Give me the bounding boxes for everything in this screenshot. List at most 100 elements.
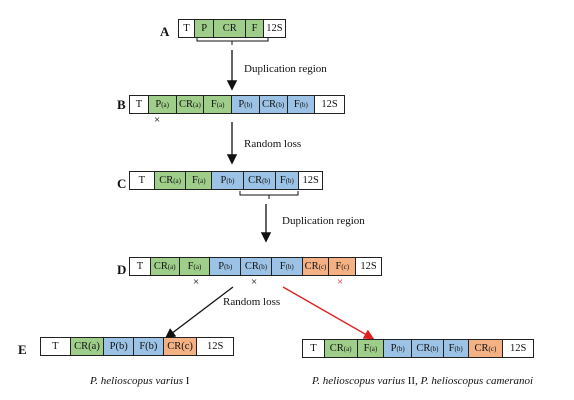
row-label-b: B (117, 97, 126, 112)
gene-name: P (238, 99, 245, 110)
gene-box: 12S (197, 338, 233, 355)
gene-box: 12S (299, 172, 322, 189)
gene-subscript: (a) (197, 176, 206, 185)
gene-box: P(b) (232, 96, 260, 113)
gene-subscript: (b) (262, 176, 271, 185)
gene-box: F(a) (179, 258, 211, 275)
gene-name: F(b) (139, 341, 158, 352)
gene-name: CR (262, 99, 277, 110)
gene-box: F(b) (443, 340, 469, 357)
gene-name: F (251, 23, 258, 34)
gene-name: P (218, 261, 225, 272)
gene-name: T (138, 175, 146, 186)
gene-box: CR(b) (259, 96, 288, 113)
gene-name: 12S (360, 261, 377, 272)
gene-box: F(b) (134, 338, 164, 355)
gene-subscript: (a) (343, 344, 352, 353)
gene-subscript: (b) (299, 100, 308, 109)
gene-name: CR (153, 261, 168, 272)
gene-name: T (136, 261, 144, 272)
caption-right-suffix: II, (405, 375, 421, 387)
gene-name: P(b) (109, 341, 128, 352)
gene-box: F(a) (186, 172, 213, 189)
gene-name: CR (248, 175, 263, 186)
gene-name: 12S (207, 341, 224, 352)
gene-subscript: (a) (167, 262, 176, 271)
gene-subscript: (c) (318, 262, 327, 271)
step-random-loss-2: Random loss (223, 296, 281, 308)
gene-box: T (179, 20, 195, 37)
gene-name: F (187, 261, 194, 272)
gene-name: P (220, 175, 227, 186)
gene-box: P(b) (212, 172, 244, 189)
gene-name: CR (159, 175, 174, 186)
gene-subscript: (b) (244, 100, 253, 109)
row-label-d: D (117, 262, 127, 277)
duplication-bracket-a (196, 37, 269, 45)
gene-box: CR(c) (302, 258, 330, 275)
gene-name: F (279, 175, 286, 186)
loss-mark-d-1: × (193, 276, 200, 288)
gene-name: F (279, 261, 286, 272)
gene-name: F (191, 175, 198, 186)
gene-box: CR(a) (150, 258, 180, 275)
gene-name: 12S (509, 343, 527, 354)
gene-name: CR (244, 261, 259, 272)
gene-name: 12S (302, 175, 319, 186)
step-duplication-region-2: Duplication region (282, 215, 365, 227)
gene-subscript: (b) (285, 176, 294, 185)
gene-name: CR (474, 343, 489, 354)
loss-mark-d-3-red: × (337, 276, 344, 288)
gene-box: F(b) (287, 96, 316, 113)
gene-box: T (130, 172, 155, 189)
gene-box: CR(a) (70, 338, 105, 355)
gene-box: T (303, 340, 325, 357)
row-label-e: E (18, 342, 27, 357)
gene-box: CR(a) (154, 172, 187, 189)
gene-box: P(b) (104, 338, 135, 355)
gene-name: CR (222, 23, 237, 34)
loss-mark-d-2: × (251, 276, 258, 288)
gene-name: T (52, 341, 59, 352)
gene-box: CR(c) (468, 340, 504, 357)
gene-box: CR (214, 20, 247, 37)
caption-left: P. helioscopus varius I (90, 375, 189, 387)
gene-name: F (335, 261, 342, 272)
caption-right-species-1: P. helioscopus varius (312, 375, 405, 387)
gene-box: P(a) (148, 96, 177, 113)
gene-subscript: (b) (430, 344, 439, 353)
gene-name: F (293, 99, 300, 110)
gene-name: F (363, 343, 370, 354)
step-random-loss-1: Random loss (244, 138, 302, 150)
gene-subscript: (a) (161, 100, 169, 109)
gene-name: P (201, 23, 208, 34)
gene-box: CR(a) (324, 340, 358, 357)
caption-left-species: P. helioscopus varius (90, 375, 183, 387)
gene-name: 12S (321, 99, 338, 110)
arrow-d-to-e2 (282, 286, 375, 340)
gene-subscript: (c) (341, 262, 350, 271)
gene-box: T (41, 338, 71, 355)
gene-subscript: (b) (396, 344, 405, 353)
gene-subscript: (a) (173, 176, 181, 185)
gene-subscript: (a) (193, 100, 201, 109)
gene-subscript: (a) (216, 100, 225, 109)
step-duplication-region-1: Duplication region (244, 63, 327, 75)
gene-box: 12S (263, 20, 286, 37)
gene-name: T (135, 99, 143, 110)
gene-subscript: (b) (224, 262, 233, 271)
gene-box: T (130, 96, 149, 113)
gene-name: CR (416, 343, 431, 354)
gene-name: CR (329, 343, 344, 354)
gene-subscript: (a) (193, 262, 202, 271)
gene-box: CR(b) (412, 340, 444, 357)
gene-subscript: (b) (258, 262, 268, 271)
gene-box: CR(b) (241, 258, 272, 275)
gene-box: P(b) (210, 258, 242, 275)
gene-name: 12S (266, 23, 283, 34)
gene-box: F(a) (204, 96, 233, 113)
gene-box: P (194, 20, 215, 37)
